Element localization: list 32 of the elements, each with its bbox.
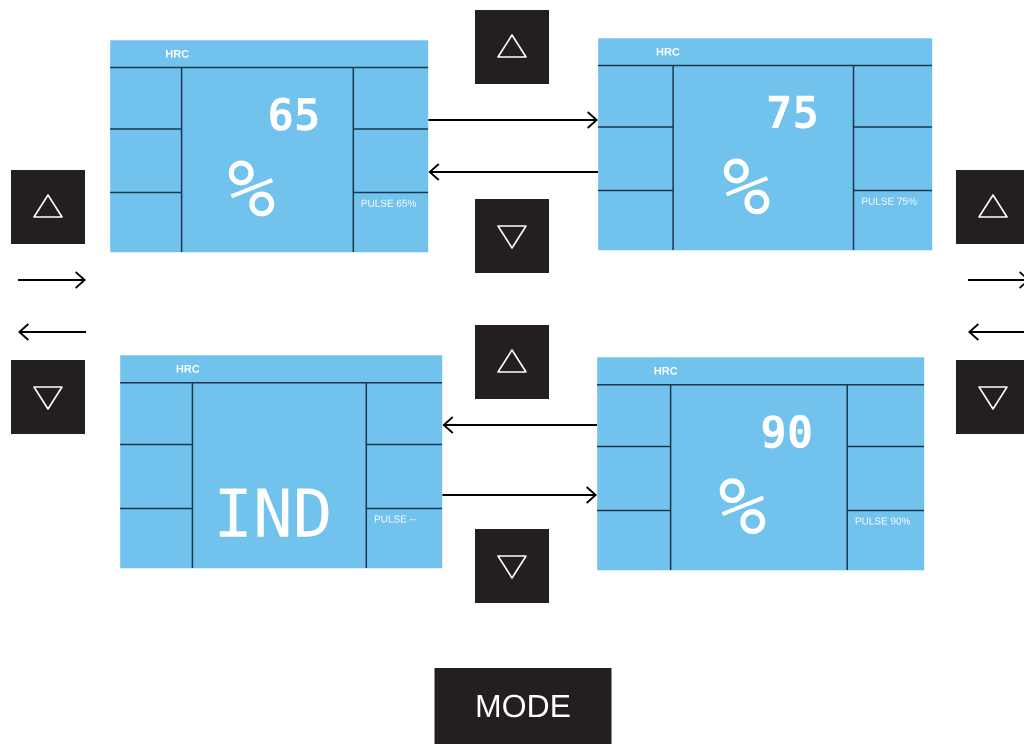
header-label: HRC xyxy=(166,49,189,58)
mode-button: MODE xyxy=(434,668,612,744)
down-button xyxy=(475,199,549,273)
pulse-readout: PULSE 65% xyxy=(361,199,417,207)
down-button xyxy=(475,529,549,603)
pulse-readout: PULSE -- xyxy=(374,515,416,523)
arrow xyxy=(428,163,599,181)
percent-sign: % xyxy=(723,158,770,215)
up-button xyxy=(956,170,1024,244)
reading-value: 65 xyxy=(270,97,318,131)
up-button xyxy=(475,325,549,399)
arrow xyxy=(441,486,597,504)
up-button xyxy=(11,170,85,244)
header-label: HRC xyxy=(654,366,678,375)
lcd-screen xyxy=(109,40,429,253)
lcd-screen xyxy=(596,357,925,571)
arrow xyxy=(427,111,598,129)
arrow xyxy=(442,416,598,434)
lcd-screen xyxy=(597,38,933,251)
mode-word: IND xyxy=(219,488,329,537)
pulse-readout: PULSE 75% xyxy=(862,197,917,205)
header-label: HRC xyxy=(656,47,680,56)
down-button xyxy=(11,360,85,434)
percent-sign: % xyxy=(719,478,766,535)
down-button xyxy=(956,360,1024,434)
reading-value: 75 xyxy=(768,95,816,129)
percent-sign: % xyxy=(228,160,275,217)
reading-value: 90 xyxy=(762,414,811,449)
up-button xyxy=(475,10,549,84)
pulse-readout: PULSE 90% xyxy=(855,517,911,525)
lcd-screen xyxy=(119,355,443,569)
header-label: HRC xyxy=(176,364,200,373)
